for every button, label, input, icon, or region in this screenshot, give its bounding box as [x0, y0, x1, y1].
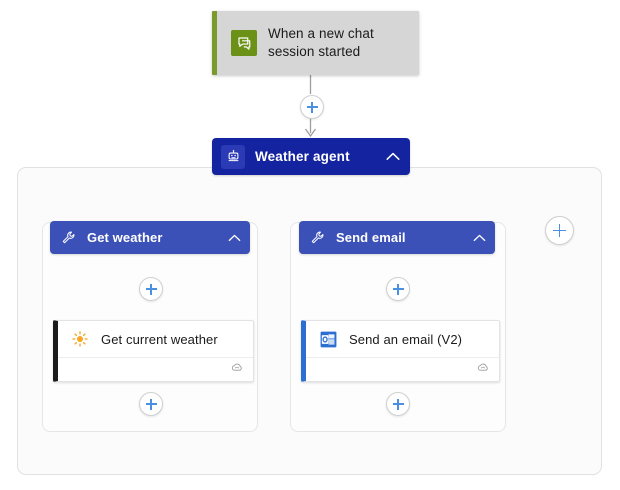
chat-bubble-icon [231, 30, 257, 56]
plus-vertical-bar [150, 283, 152, 295]
outlook-icon [318, 329, 338, 349]
chevron-up-icon[interactable] [228, 229, 241, 247]
add-step-send-email-before-button[interactable] [386, 277, 410, 301]
chevron-up-icon[interactable] [386, 148, 400, 166]
action-card-row: Get current weather [58, 321, 253, 358]
chevron-up-icon[interactable] [473, 229, 486, 247]
action-card-get-current-weather[interactable]: Get current weather [53, 320, 254, 382]
plus-vertical-bar [397, 398, 399, 410]
tool-title-send-email: Send email [336, 230, 406, 245]
trigger-title: When a new chat session started [268, 26, 374, 59]
cloud-connector-icon [476, 360, 490, 378]
wrench-icon [60, 229, 77, 246]
plus-vertical-bar [150, 398, 152, 410]
action-card-row: Send an email (V2) [306, 321, 499, 358]
add-tool-to-agent-button[interactable] [545, 216, 574, 245]
tool-node-get-weather[interactable]: Get weather [50, 221, 250, 254]
agent-title: Weather agent [255, 149, 350, 164]
plus-vertical-bar [311, 101, 313, 113]
add-step-after-trigger-button[interactable] [300, 95, 324, 119]
action-title-get-current-weather: Get current weather [101, 331, 218, 347]
action-title-send-an-email: Send an email (V2) [349, 331, 463, 347]
add-step-get-weather-after-button[interactable] [139, 392, 163, 416]
plus-vertical-bar [558, 224, 561, 237]
action-card-footer [306, 358, 499, 380]
tool-node-send-email[interactable]: Send email [299, 221, 495, 254]
tool-title-get-weather: Get weather [87, 230, 163, 245]
plus-vertical-bar [397, 283, 399, 295]
cloud-connector-icon [230, 360, 244, 378]
action-card-footer [58, 358, 253, 380]
agent-node-weather-agent[interactable]: Weather agent [212, 138, 410, 175]
action-card-send-an-email[interactable]: Send an email (V2) [301, 320, 500, 382]
add-step-get-weather-before-button[interactable] [139, 277, 163, 301]
add-step-send-email-after-button[interactable] [386, 392, 410, 416]
robot-icon [221, 144, 245, 169]
trigger-card[interactable]: When a new chat session started [212, 11, 419, 75]
wrench-icon [309, 229, 326, 246]
sun-icon [70, 329, 90, 349]
